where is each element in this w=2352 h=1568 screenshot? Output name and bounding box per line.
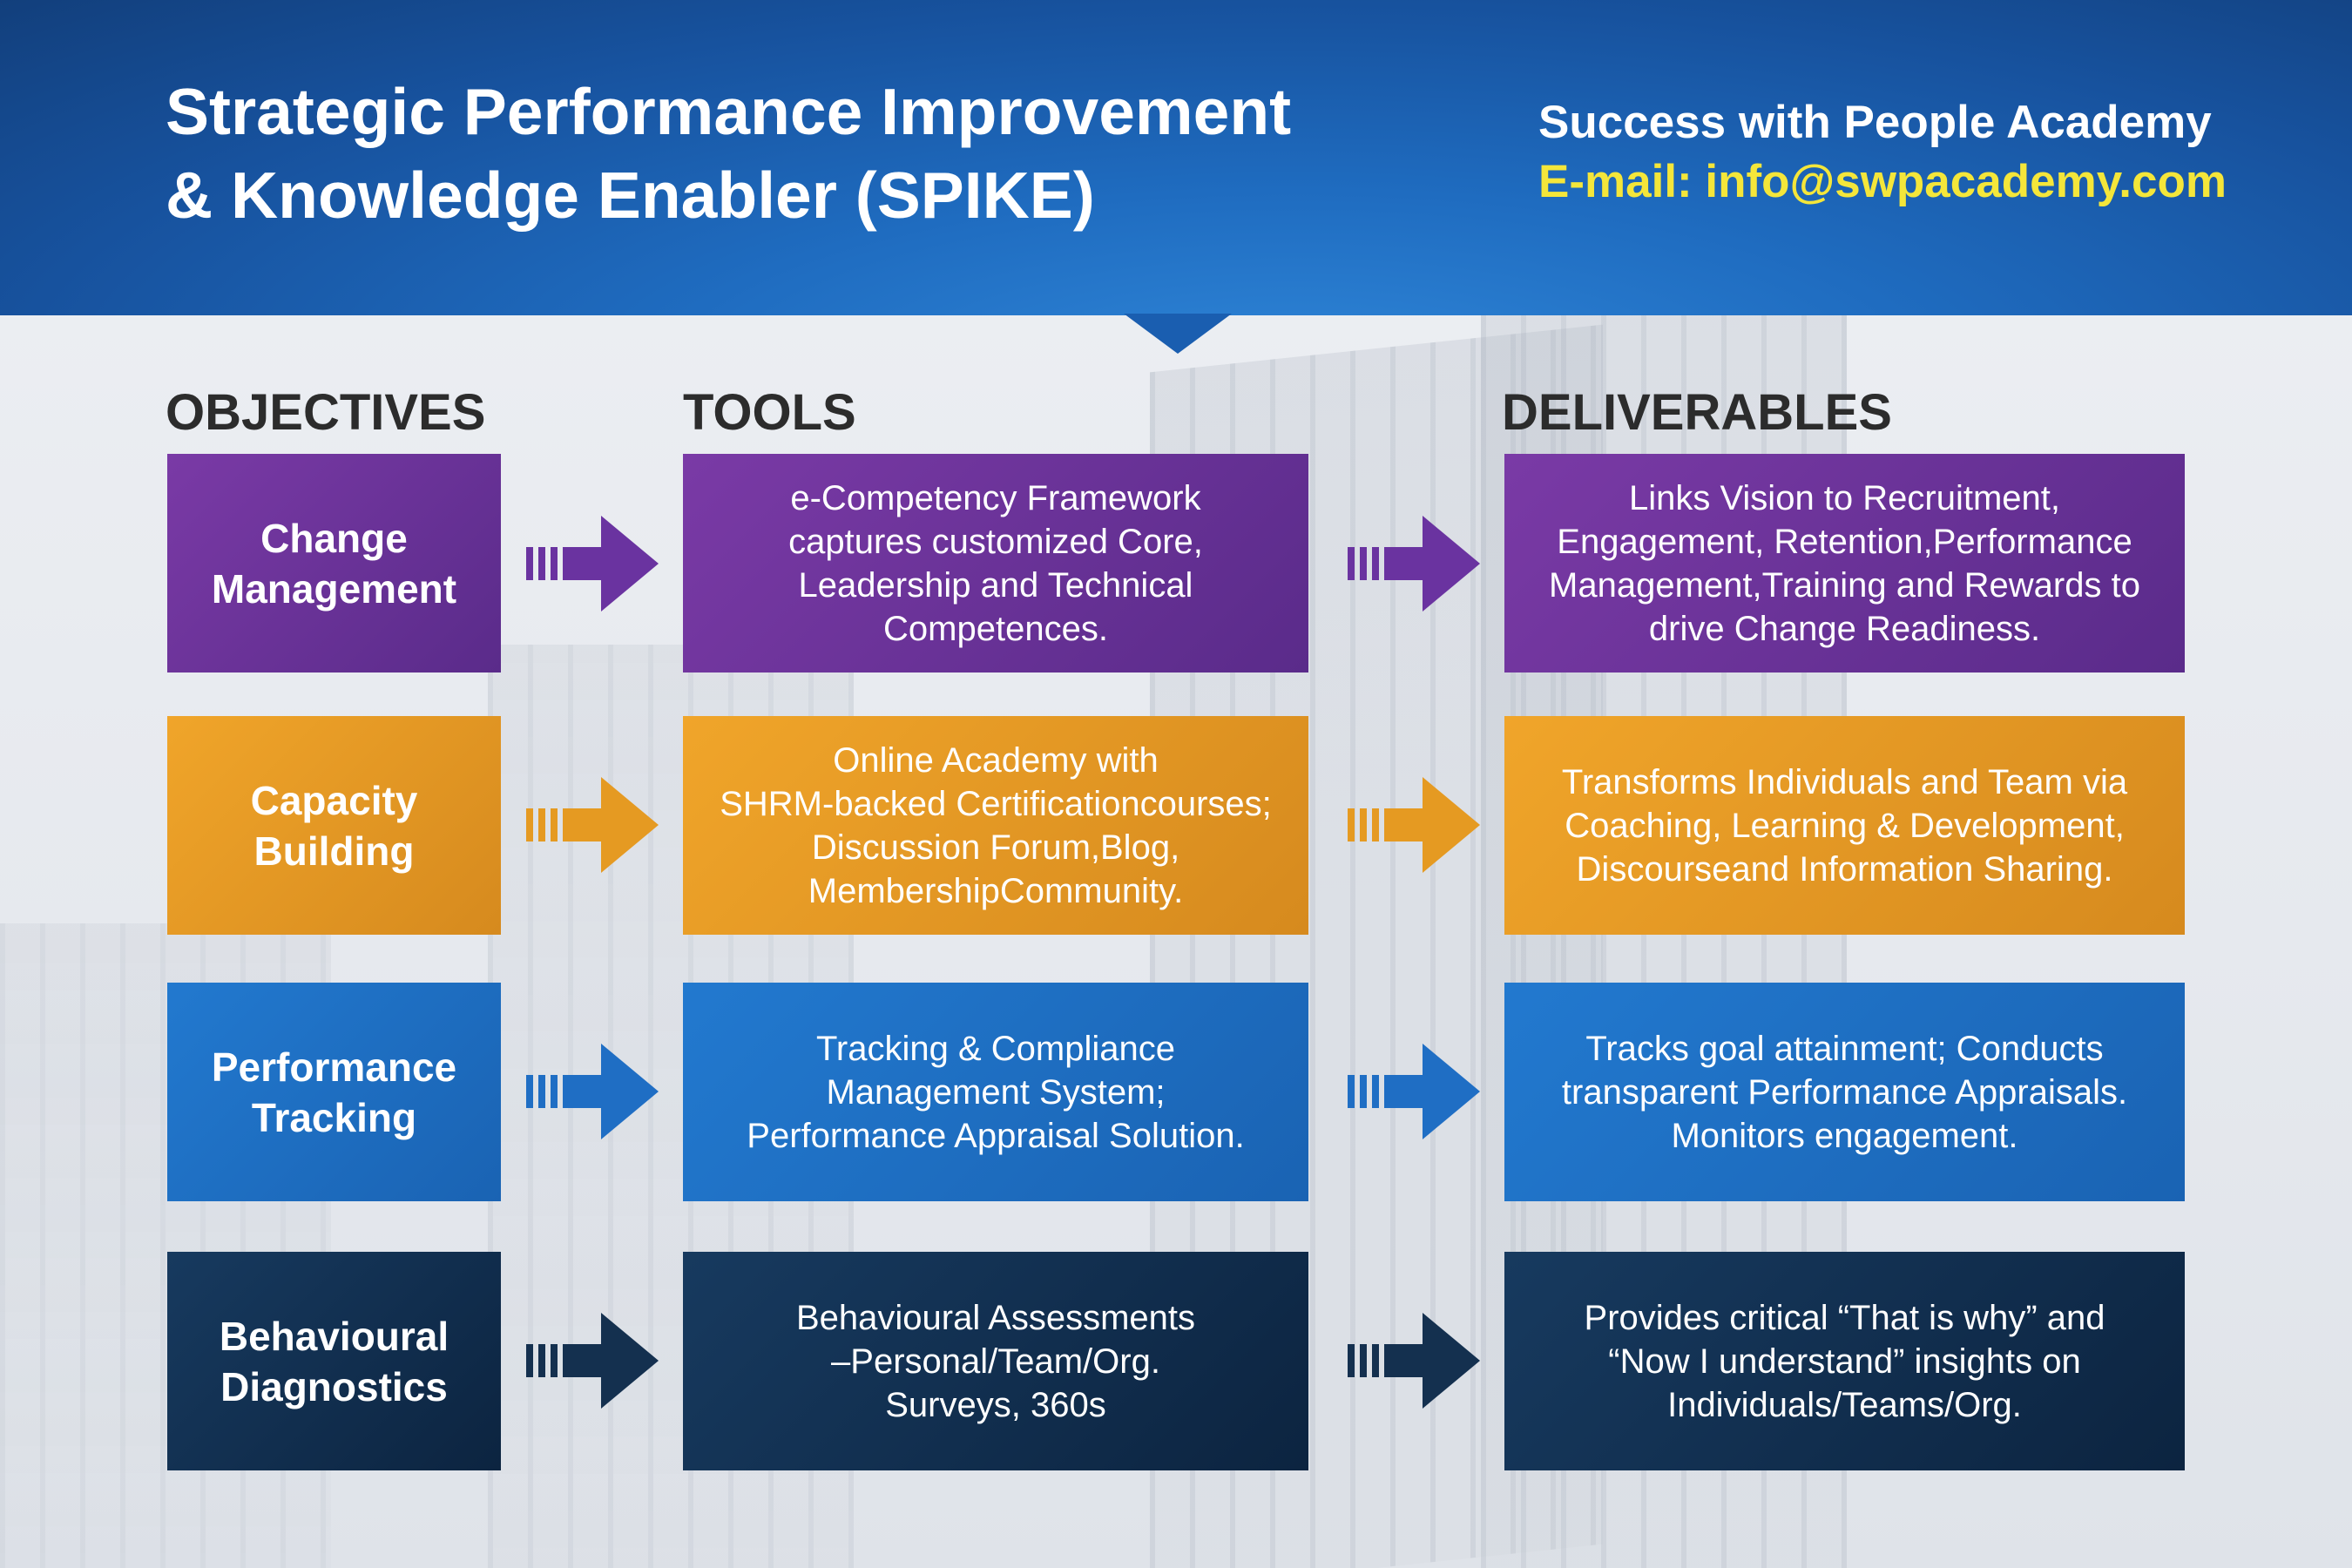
- objective-line: Building: [253, 828, 415, 874]
- arrow-right-icon: [526, 1313, 659, 1409]
- deliverable-line: Coaching, Learning & Development,: [1565, 806, 2125, 845]
- contact-email[interactable]: E-mail: info@swpacademy.com: [1538, 156, 2227, 207]
- deliverable-line: Discourseand Information Sharing.: [1576, 849, 2113, 889]
- tool-box-behavioural-diagnostics: Behavioural Assessments –Personal/Team/Or…: [683, 1252, 1308, 1470]
- organization-name: Success with People Academy: [1538, 97, 2212, 148]
- tool-line: Behavioural Assessments: [795, 1298, 1195, 1337]
- title-line: Strategic Performance Improvement: [166, 75, 1292, 148]
- deliverable-box-performance-tracking: Tracks goal attainment; Conducts transpar…: [1504, 983, 2185, 1201]
- tool-line: Surveys, 360s: [885, 1385, 1106, 1424]
- arrow-right-icon: [526, 1044, 659, 1139]
- arrow-right-icon: [526, 777, 659, 873]
- arrow-right-icon: [526, 516, 659, 612]
- deliverable-line: drive Change Readiness.: [1648, 609, 2041, 648]
- deliverable-line: Tracks goal attainment; Conducts: [1585, 1029, 2104, 1068]
- deliverable-line: Individuals/Teams/Org.: [1667, 1385, 2022, 1424]
- header-pointer: [1124, 314, 1232, 354]
- tool-line: Management System;: [826, 1072, 1166, 1112]
- tool-box-change-management: e-Competency Framework captures customize…: [683, 454, 1308, 672]
- tool-line: e-Competency Framework: [790, 478, 1201, 517]
- deliverable-line: “Now I understand” insights on: [1608, 1342, 2081, 1381]
- objectives-heading: OBJECTIVES: [166, 384, 486, 441]
- deliverable-line: Links Vision to Recruitment,: [1628, 478, 2061, 517]
- tool-line: Leadership and Technical: [798, 565, 1193, 605]
- title-line: & Knowledge Enabler (SPIKE): [166, 159, 1095, 232]
- tool-line: Discussion Forum,Blog,: [811, 828, 1180, 867]
- deliverable-line: transparent Performance Appraisals.: [1561, 1072, 2128, 1112]
- objective-line: Performance: [211, 1044, 457, 1090]
- tool-line: captures customized Core,: [788, 522, 1203, 561]
- deliverable-line: Engagement, Retention,Performance: [1557, 522, 2132, 561]
- tool-line: Online Academy with: [833, 740, 1159, 780]
- tool-line: Tracking & Compliance: [815, 1029, 1175, 1068]
- objective-line: Tracking: [251, 1094, 417, 1140]
- deliverable-line: Monitors engagement.: [1671, 1116, 2018, 1155]
- deliverable-box-behavioural-diagnostics: Provides critical “That is why” and “Now …: [1504, 1252, 2185, 1470]
- tool-line: Performance Appraisal Solution.: [747, 1116, 1245, 1155]
- page-title: Strategic Performance Improvement & Know…: [166, 70, 1385, 237]
- tools-heading: TOOLS: [683, 384, 856, 441]
- arrow-right-icon: [1348, 516, 1480, 612]
- deliverables-heading: DELIVERABLES: [1502, 384, 1892, 441]
- objective-line: Behavioural: [219, 1313, 449, 1359]
- arrow-right-icon: [1348, 1044, 1480, 1139]
- tool-line: MembershipCommunity.: [808, 871, 1184, 910]
- tool-line: Competences.: [883, 609, 1108, 648]
- deliverable-line: Provides critical “That is why” and: [1584, 1298, 2105, 1337]
- objective-line: Management: [211, 565, 457, 612]
- tool-line: SHRM-backed Certificationcourses;: [720, 784, 1272, 823]
- arrow-right-icon: [1348, 777, 1480, 873]
- deliverable-box-change-management: Links Vision to Recruitment, Engagement, …: [1504, 454, 2185, 672]
- deliverable-line: Management,Training and Rewards to: [1549, 565, 2140, 605]
- arrow-right-icon: [1348, 1313, 1480, 1409]
- objective-line: Capacity: [250, 777, 418, 823]
- header-banner: Strategic Performance Improvement & Know…: [0, 0, 2352, 315]
- deliverable-line: Transforms Individuals and Team via: [1561, 762, 2128, 801]
- tool-line: –Personal/Team/Org.: [831, 1342, 1160, 1381]
- objective-line: Diagnostics: [220, 1363, 448, 1409]
- objective-line: Change: [260, 515, 408, 561]
